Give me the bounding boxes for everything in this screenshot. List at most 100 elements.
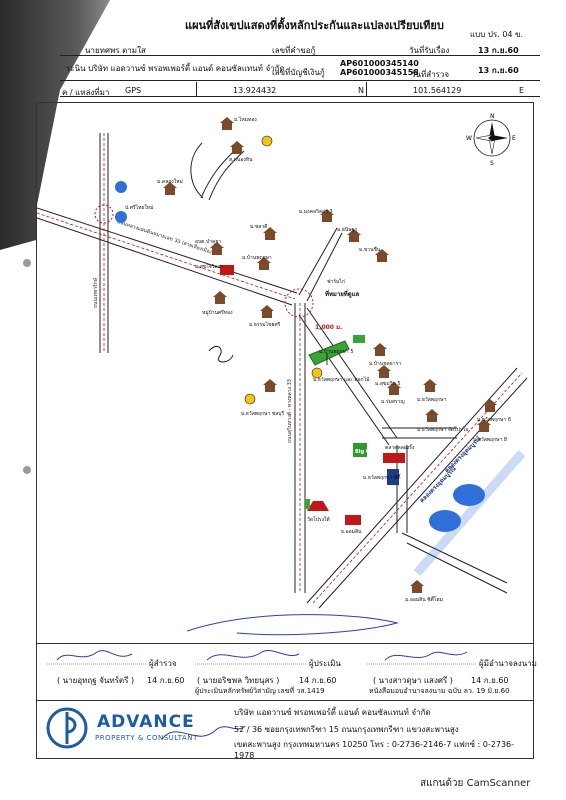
house-icon (220, 117, 234, 130)
loan-account-a: AP601000345140 (340, 59, 419, 68)
loan-account-label: เลขที่บัญชีเงินกู้ (272, 68, 325, 77)
junction-circle (284, 288, 314, 318)
distance-label: 1,000 ม. (315, 324, 342, 331)
house-icon (213, 291, 227, 304)
poi-label: ม.ธวัลพฤกษา ซิตี้ (363, 472, 402, 481)
house-icon (477, 419, 491, 432)
poi-label: ม.ธวัลพฤกษา 8 (473, 437, 507, 443)
atm-icon (387, 469, 399, 485)
handwritten-mark (208, 345, 234, 363)
shop-icon (220, 265, 234, 275)
bank-icon (345, 515, 361, 525)
poi-label: ม.สุขุมวิท 5 (375, 380, 401, 387)
poi-label: หมู่บ้านศรีทอง (202, 309, 233, 316)
poi-label: ป.ศรีไทยใหม่ (125, 204, 153, 211)
market-marker (383, 453, 405, 463)
poi-label: ม.คลองใหม่ (157, 178, 183, 185)
signature-strokes (47, 650, 477, 665)
longitude-suffix: E (519, 86, 525, 95)
appraiser-signature (206, 650, 300, 661)
owner-name: นายทศพร ตามใส (85, 46, 146, 55)
scanner-watermark: สแกนด้วย CamScanner (420, 778, 531, 789)
house-icon (377, 365, 391, 378)
pin-icon (261, 135, 273, 147)
pin-icon (311, 367, 323, 379)
authorizer-role: ผู้มีอำนาจลงนาม (479, 659, 537, 668)
house-icon (347, 229, 361, 242)
survey-date-value: 13 ก.ย.60 (478, 66, 519, 75)
poi-label: ม.ไหมทอง (234, 116, 257, 123)
company-address-2: เขตสะพานสูง กรุงเทพมหานคร 10250 โทร : 0-… (234, 740, 515, 760)
temple-icon (307, 501, 329, 511)
bigc-icon (353, 443, 367, 457)
logo-brand: ADVANCE (97, 712, 195, 732)
house-icon (425, 409, 439, 422)
company-address-1: 52 / 36 ซอยกรุงเทพกรีฑา 15 ถนนกรุงเทพกรี… (234, 725, 459, 734)
canal-label-2: คลองตรงอุดมบูรณ์ (418, 464, 459, 505)
compass-n: N (490, 113, 495, 120)
surveyor-name: ( นายอุทฤฐ จันทร์ตรี ) (57, 676, 135, 685)
poi-label: ม.ธรรมไชยศรี (249, 321, 281, 328)
house-icon (260, 305, 274, 318)
left-road-label: ถนนเทพารักษ์ (92, 277, 99, 308)
poi-label: ม.บ้านพฤกษา (242, 254, 272, 261)
poi-label: ม.มงคลวิลล่า 3 (299, 208, 333, 215)
received-date-value: 13 ก.ย.60 (478, 46, 519, 55)
house-icon (373, 343, 387, 356)
house-icon (387, 382, 401, 395)
location-map: คลองตรงอุดมบูรณ์ คลองตรงอุดมบูรณ์ 1,000 … (36, 102, 534, 644)
longitude-value: 101.564129 (413, 86, 462, 95)
house-icon (423, 379, 437, 392)
logo-subtitle: PROPERTY & CONSULTANT (95, 734, 198, 742)
roads (36, 133, 528, 609)
temple-label: วัดโปรงใต้ (307, 516, 330, 523)
farm-marker (353, 335, 365, 343)
poi-label: ม.ธวัลพฤกษา ชลบุรี (241, 410, 284, 417)
poi-markers (163, 117, 497, 593)
bigc-label: Big C (355, 449, 370, 455)
junction-markers (94, 204, 314, 318)
loan-request-label: เลขที่คำขอกู้ (272, 46, 316, 55)
appraiser-role: ผู้ประเมิน (309, 659, 341, 668)
poi-label: ม.ธวัลพฤกษา 6 (477, 417, 511, 423)
site-label: ที่หมายที่ดูแล (325, 289, 360, 299)
compass-w: W (466, 135, 472, 142)
poi-label: ม.ร่มสราญ (381, 399, 405, 405)
junction-circle (94, 204, 114, 224)
surveyor-date: 14 ก.ย.60 (147, 676, 185, 685)
canals: คลองตรงอุดมบูรณ์ คลองตรงอุดมบูรณ์ (413, 434, 526, 576)
house-icon (263, 379, 277, 392)
survey-date-label: วันที่สำรวจ (411, 70, 450, 79)
center-road-label: ถนนสุวินทวงศ์ - ทางหลวง 33 (286, 379, 293, 443)
road-centerlines (36, 133, 523, 604)
source-value: GPS (125, 86, 142, 95)
house-icon (263, 227, 277, 240)
poi-label: ม.สุขใจวิลล่า (195, 263, 224, 270)
signature-block: ผู้สำรวจ ( นายอุทฤฐ จันทร์ตรี ) 14 ก.ย.6… (36, 642, 537, 701)
subject-parcel (308, 340, 350, 366)
fuel-station-icon (115, 181, 127, 193)
house-icon (257, 257, 271, 270)
page-title: แผนที่สังเขปแสดงที่ตั้งหลักประกันและแปลง… (185, 19, 444, 32)
company-name: บริษัท แอดวานซ์ พรอพเพอร์ตี้ แอนด์ คอนซั… (234, 708, 431, 717)
signature-scribble (186, 614, 398, 636)
compass-e: E (512, 135, 516, 142)
poi-label: ม.ธวัลพฤกษา จัดโปรโม (417, 426, 469, 433)
compass-s: S (490, 160, 494, 167)
poi-label: ฟาร์มไก่ (327, 278, 345, 285)
surveyor-role: ผู้สำรวจ (149, 659, 177, 668)
authorizer-name: ( นางสาวดุษา แสงศรี ) (373, 676, 453, 685)
house-icon (230, 141, 244, 154)
authorizer-date: 14 ก.ย.60 (471, 676, 509, 685)
poi-label: ม.บ้านพฤกษา 5 (319, 348, 354, 355)
latitude-suffix: N (358, 86, 364, 95)
house-icon (483, 399, 497, 412)
house-icon (320, 209, 334, 222)
poi-label: ม.ธวัลพฤกษา (417, 397, 446, 403)
company-stamp (161, 725, 246, 740)
poi-label: อบต.ป่าคูยา (195, 239, 221, 245)
bank-label: ธ.ออมสิน (341, 528, 362, 535)
house-icon (410, 580, 424, 593)
house-icon (163, 182, 177, 195)
poi-label: ม.ออมสิน ซิตี้โฮม (405, 594, 443, 603)
